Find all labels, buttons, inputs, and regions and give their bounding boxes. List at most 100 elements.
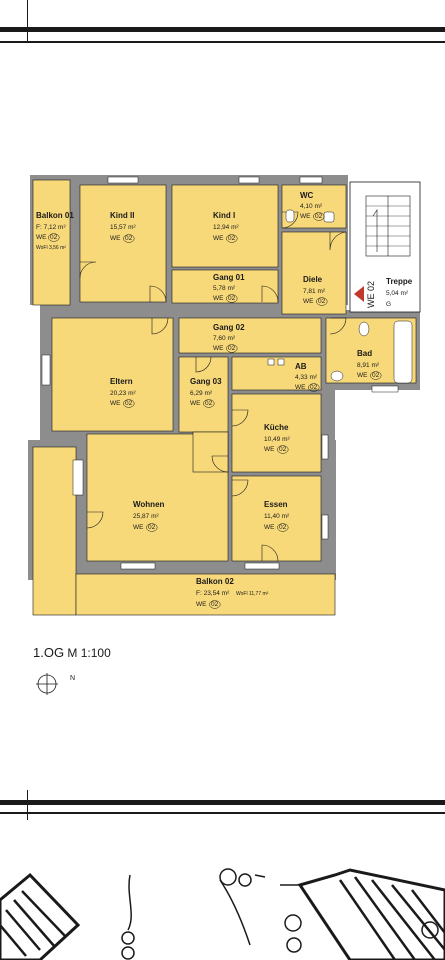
room-area-kind2: 15,57 m² [110,224,136,231]
room-label-essen: Essen [264,500,288,509]
unit-number-ring [209,600,221,609]
room-area-diele: 7,81 m² [303,288,326,295]
room-area-kind1: 12,94 m² [213,224,239,231]
room-unit-wohnen: WE [133,524,144,531]
room-unit-number-eltern: 02 [125,400,133,407]
stair-unit-label: WE 02 [366,281,376,308]
room-area-ab: 4,33 m² [295,374,318,381]
hatched-building-right [297,868,445,960]
room-unit-wc: WE [300,213,311,220]
bad-washbasin [330,370,344,382]
unit-number-ring [277,445,289,454]
room-area-treppe: 5,04 m² [386,290,409,297]
room-balkon02-main [75,573,336,616]
north-arrow-icon [36,673,58,695]
room-area-gang02: 7,60 m² [213,335,236,342]
unit-number-ring [313,212,325,221]
room-label-wohnen: Wohnen [133,500,165,509]
room-diele [281,231,347,315]
room-unit-number-ab: 02 [310,384,318,391]
room-label-ab: AB [295,362,307,371]
room-area-gang01: 5,78 m² [213,285,236,292]
unit-number-ring [226,294,238,303]
room-area-balkon02: F: 23,54 m² [196,590,230,597]
room-label-kueche: Küche [264,423,289,432]
unit-number-ring [226,234,238,243]
unit-number-ring [146,523,158,532]
unit-number-ring [226,344,238,353]
room-ab [231,356,322,391]
wc-toilet [285,209,295,223]
site-plan-fragment [0,868,445,960]
bathtub [393,320,413,384]
room-balkon01 [32,179,71,306]
room-balkon02 [32,446,77,616]
room-label-balkon02: Balkon 02 [196,577,234,586]
room-label-treppe: Treppe [386,277,413,286]
room-label-gang03: Gang 03 [190,377,222,386]
room-area-wohnen: 25,87 m² [133,513,159,520]
room-unit-number-wc: 02 [315,213,323,220]
room-unit-number-wohnen: 02 [148,524,156,531]
hatched-building-left [0,872,81,960]
unit-number-ring [316,297,328,306]
room-kind1 [171,184,279,268]
room-label-gang01: Gang 01 [213,273,245,282]
floor-plan: Balkon 01 F: 7,12 m² WE 02 WoFl 3,56 m² … [28,175,421,616]
room-label-bad: Bad [357,349,372,358]
room-label-gang02: Gang 02 [213,323,245,332]
top-rule-thick [0,27,445,32]
room-unit-number-gang01: 02 [228,295,236,302]
room-unit-kueche: WE [264,446,275,453]
room-unit-number-kueche: 02 [279,446,287,453]
bottom-rule-thick [0,800,445,805]
room-unit-gang01: WE [213,295,224,302]
room-area-kueche: 10,49 m² [264,436,290,443]
room-unit-gang02: WE [213,345,224,352]
room-unit-ab: WE [295,384,306,391]
room-labels: Balkon 01 F: 7,12 m² WE 02 WoFl 3,56 m² … [36,191,413,609]
room-extra-treppe: G [386,301,391,308]
room-unit-number-kind2: 02 [125,235,133,242]
fixtures [267,209,413,384]
room-unit-essen: WE [264,524,275,531]
room-unit-number-bad: 02 [372,372,380,379]
wc-basin [323,211,335,223]
room-wofl-balkon01: WoFl 3,56 m² [36,245,66,251]
room-label-kind1: Kind I [213,211,235,220]
bad-toilet [358,321,370,337]
room-area-eltern: 20,23 m² [110,390,136,397]
floor-level: 1.OG [33,645,65,660]
room-unit-balkon02: WE [196,601,207,608]
room-unit-number-diele: 02 [318,298,326,305]
ab-fixture-1 [267,358,275,366]
room-unit-number-kind1: 02 [228,235,236,242]
unit-number-ring [123,234,135,243]
ab-fixture-2 [277,358,285,366]
room-label-eltern: Eltern [110,377,133,386]
room-unit-number-balkon01: 02 [50,234,58,241]
north-label: N [70,675,76,682]
top-tick [27,0,28,42]
room-unit-gang03: WE [190,400,201,407]
room-label-kind2: Kind II [110,211,134,220]
unit-number-ring [48,233,60,242]
room-label-balkon01: Balkon 01 [36,211,74,220]
top-rule-thin [0,41,445,43]
room-label-wc: WC [300,191,314,200]
unit-number-ring [277,523,289,532]
doors [79,211,347,562]
floor-scale-label: 1.OG M 1:100 [33,645,111,660]
gang03-extension [192,431,229,473]
room-eltern [51,317,174,432]
room-unit-kind2: WE [110,235,121,242]
room-area-essen: 11,40 m² [264,513,290,520]
room-unit-number-balkon02: 02 [211,601,219,608]
room-gang01 [171,269,279,304]
room-gang03 [178,356,229,433]
unit-number-ring [123,399,135,408]
room-unit-diele: WE [303,298,314,305]
room-area-bad: 8,91 m² [357,362,380,369]
plan-scale: M 1:100 [67,646,111,660]
windows [41,176,399,570]
